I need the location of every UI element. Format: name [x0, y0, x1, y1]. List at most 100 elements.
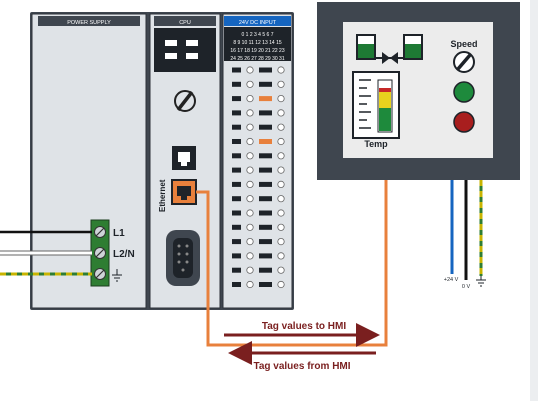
- input-led: [232, 210, 241, 216]
- cpu-port-icon: [172, 146, 196, 170]
- input-terminal: [246, 152, 254, 160]
- input-terminal: [246, 252, 254, 260]
- temp-gauge: [352, 71, 400, 139]
- speed-label: Speed: [450, 39, 477, 49]
- input-led: [232, 224, 241, 230]
- ground-icon: [112, 269, 122, 282]
- input-led: [259, 153, 272, 159]
- channel-row-4: 24 25 26 27 28 29 30 31: [230, 56, 284, 62]
- input-led: [259, 224, 272, 230]
- input-terminal: [246, 137, 254, 146]
- input-terminal: [277, 123, 285, 131]
- input-led: [232, 181, 241, 187]
- input-terminal: [277, 238, 285, 246]
- channel-row-2: 8 9 10 11 12 13 14 15: [233, 40, 282, 46]
- channel-row-1: 0 1 2 3 4 5 6 7: [242, 32, 274, 38]
- input-led: [259, 110, 272, 116]
- power-wires: [0, 230, 92, 276]
- serial-connector-icon: [166, 230, 200, 286]
- input-terminal: [277, 80, 285, 88]
- input-led: [232, 282, 241, 287]
- temp-label: Temp: [364, 139, 388, 149]
- input-led: [232, 239, 241, 245]
- input-led: [259, 139, 272, 144]
- ground-icon: [476, 276, 486, 287]
- input-terminal: [277, 180, 285, 188]
- input-terminal: [246, 95, 254, 103]
- mode-switch-icon[interactable]: [174, 90, 196, 112]
- input-terminal: [277, 209, 285, 217]
- input-led: [232, 81, 241, 87]
- input-terminal: [277, 280, 285, 289]
- input-led: [232, 267, 241, 273]
- power-terminal-block: [90, 219, 110, 287]
- cpu-module: CPU Ethernet: [149, 13, 221, 309]
- input-module-label: 24V DC INPUT: [239, 20, 277, 26]
- input-terminal: [246, 123, 254, 131]
- cpu-display: [154, 28, 216, 72]
- input-led: [259, 196, 272, 202]
- input-terminal: [246, 166, 254, 174]
- valve-icon[interactable]: [356, 34, 423, 64]
- input-terminal: [277, 223, 285, 231]
- input-led: [259, 124, 272, 130]
- input-led: [259, 67, 272, 73]
- input-terminal: [246, 209, 254, 217]
- to-hmi-label: Tag values to HMI: [262, 321, 346, 332]
- input-terminal: [277, 66, 285, 74]
- input-led: [232, 153, 241, 159]
- input-led: [232, 139, 241, 144]
- speed-dial-icon[interactable]: [453, 51, 475, 73]
- input-led: [232, 67, 241, 73]
- input-led: [259, 181, 272, 187]
- input-module: 24V DC INPUT 0 1 2 3 4 5 6 7 8 9 10 11 1…: [222, 13, 293, 309]
- input-terminal-rows: [232, 66, 285, 289]
- input-led: [232, 253, 241, 259]
- input-terminal: [277, 95, 285, 103]
- input-terminal: [246, 280, 254, 289]
- input-terminal: [277, 166, 285, 174]
- power-supply-module: POWER SUPPLY: [31, 13, 147, 309]
- input-terminal: [246, 80, 254, 88]
- terminal-screw-icon: [94, 247, 106, 259]
- input-terminal: [246, 223, 254, 231]
- hmi-power-wires: [450, 180, 483, 280]
- edge-bar: [530, 0, 538, 401]
- input-terminal: [246, 238, 254, 246]
- input-led: [232, 96, 241, 102]
- input-led: [259, 210, 272, 216]
- power-supply-label: POWER SUPPLY: [67, 20, 111, 26]
- input-led: [259, 96, 272, 102]
- input-led: [232, 110, 241, 116]
- terminal-l1-label: L1: [113, 228, 125, 239]
- ethernet-port-icon[interactable]: [171, 179, 197, 205]
- input-led: [259, 253, 272, 259]
- wire-24v-label: +24 V: [444, 277, 459, 283]
- input-terminal: [277, 252, 285, 260]
- terminal-l2n-label: L2/N: [113, 249, 135, 260]
- input-terminal: [277, 152, 285, 160]
- input-led: [259, 167, 272, 173]
- channel-row-3: 16 17 18 19 20 21 22 23: [230, 48, 284, 54]
- from-hmi-label: Tag values from HMI: [253, 361, 350, 372]
- input-led: [232, 124, 241, 130]
- stop-button[interactable]: [453, 111, 475, 133]
- input-terminal: [246, 266, 254, 274]
- input-led: [232, 196, 241, 202]
- terminal-screw-icon: [94, 268, 106, 280]
- input-terminal: [277, 195, 285, 203]
- cpu-label: CPU: [179, 20, 191, 26]
- input-led: [259, 282, 272, 287]
- input-terminal: [246, 195, 254, 203]
- input-terminal: [277, 109, 285, 117]
- start-button[interactable]: [453, 81, 475, 103]
- input-led: [259, 239, 272, 245]
- wire-0v-label: 0 V: [462, 284, 471, 290]
- ethernet-label: Ethernet: [158, 179, 167, 212]
- input-led: [259, 81, 272, 87]
- input-terminal: [246, 109, 254, 117]
- input-terminal: [277, 137, 285, 146]
- terminal-screw-icon: [94, 226, 106, 238]
- input-led: [232, 167, 241, 173]
